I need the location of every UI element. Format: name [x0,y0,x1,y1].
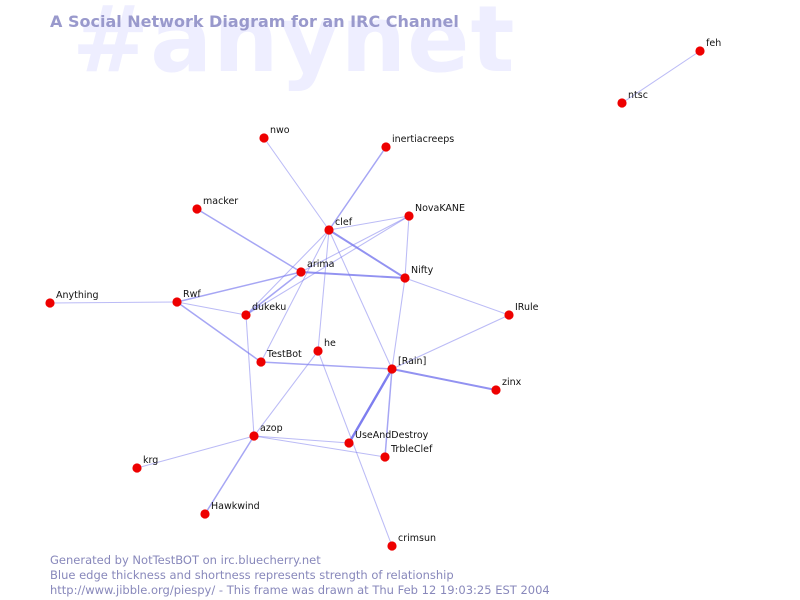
node-label-azop: azop [260,423,283,434]
node-label-Anything: Anything [56,290,99,301]
edge-azop-UseAndDestroy [253,435,350,444]
edge-arima-dukeku [245,271,302,316]
footer-legend-note: Blue edge thickness and shortness repres… [50,568,454,582]
node-label-Rwf: Rwf [183,289,201,300]
edge-inertiacreeps-clef [328,146,387,231]
node-azop [249,431,259,441]
node-label-macker: macker [203,196,238,207]
edge-dukeku-azop [245,314,255,437]
edge-IRule-Rain [391,314,510,370]
edge-clef-Rain [328,229,393,370]
edge-NovaKANE-Nifty [404,215,410,279]
node-label-nwo: nwo [270,125,290,136]
edge-layer [49,50,701,547]
node-inertiacreeps [381,142,391,152]
edge-nwo-clef [263,137,330,231]
node-he [313,346,323,356]
node-layer: feh ntsc nwo inertiacreeps macker clef NovaKAN… [45,38,721,551]
footer-generated-by: Generated by NotTestBOT on irc.bluecherr… [50,553,321,567]
edge-TestBot-Rain [260,361,393,370]
edge-clef-Nifty [328,229,406,279]
node-Hawkwind [200,509,210,519]
edge-clef-dukeku [245,229,330,316]
node-arima [296,267,306,277]
edge-Rain-zinx [391,368,497,391]
edge-he-crimsun [317,350,393,547]
edge-clef-he [317,229,330,352]
edge-arima-Rwf [176,271,302,303]
node-ntsc [617,98,627,108]
node-label-NovaKANE: NovaKANE [415,203,465,214]
edge-Nifty-Rain [391,277,406,370]
node-label-Nifty: Nifty [411,265,434,276]
node-dukeku [241,310,251,320]
node-label-Hawkwind: Hawkwind [211,501,260,512]
node-label-zinx: zinx [502,377,522,388]
node-NovaKANE [404,211,414,221]
node-label-dukeku: dukeku [252,302,286,313]
node-TrbleClef [380,452,390,462]
node-macker [192,204,202,214]
node-label-krg: krg [143,455,158,466]
edge-azop-TrbleClef [253,435,386,458]
node-clef [324,225,334,235]
node-label-inertiacreeps: inertiacreeps [392,134,454,145]
edge-NovaKANE-dukeku [245,215,410,316]
node-krg [132,463,142,473]
edge-Rwf-dukeku [176,301,247,316]
node-Anything [45,298,55,308]
footer-url-timestamp: http://www.jibble.org/piespy/ - This fra… [50,583,550,597]
node-label-feh: feh [706,38,721,49]
edge-azop-Hawkwind [204,435,255,515]
edge-clef-NovaKANE [328,215,410,231]
node-nwo [259,133,269,143]
node-IRule [504,310,514,320]
edge-Anything-Rwf [49,301,178,304]
edge-Nifty-IRule [404,277,510,316]
node-label-UseAndDestroy: UseAndDestroy [355,430,429,441]
edge-he-azop [253,350,319,437]
edge-NovaKANE-arima [300,215,410,273]
node-feh [695,46,705,56]
node-Rwf [172,297,182,307]
edge-clef-TestBot [260,229,330,363]
diagram-title: A Social Network Diagram for an IRC Chan… [50,12,459,31]
edge-feh-ntsc [621,50,701,104]
edge-Rain-UseAndDestroy [347,368,394,444]
node-label-clef: clef [335,217,353,228]
node-Rain [387,364,397,374]
node-zinx [491,385,501,395]
edge-azop-krg [136,435,255,469]
node-label-TrbleClef: TrbleClef [390,444,433,455]
node-label-he: he [324,338,336,349]
channel-watermark: #anynet [72,0,516,93]
node-label-Rain: [Rain] [398,356,426,367]
node-label-ntsc: ntsc [628,90,648,101]
node-label-crimsun: crimsun [398,533,436,544]
edge-macker-arima [196,208,302,273]
node-UseAndDestroy [344,438,354,448]
edge-Rwf-TestBot [176,301,262,363]
node-label-arima: arima [307,259,334,270]
footer: Generated by NotTestBOT on irc.bluecherr… [50,553,550,598]
edge-Rain-TrbleClef [384,368,393,458]
node-TestBot [256,357,266,367]
node-label-TestBot: TestBot [266,349,302,360]
node-crimsun [387,541,397,551]
edge-arima-Nifty [300,271,406,279]
node-Nifty [400,273,410,283]
node-label-IRule: IRule [515,302,539,313]
